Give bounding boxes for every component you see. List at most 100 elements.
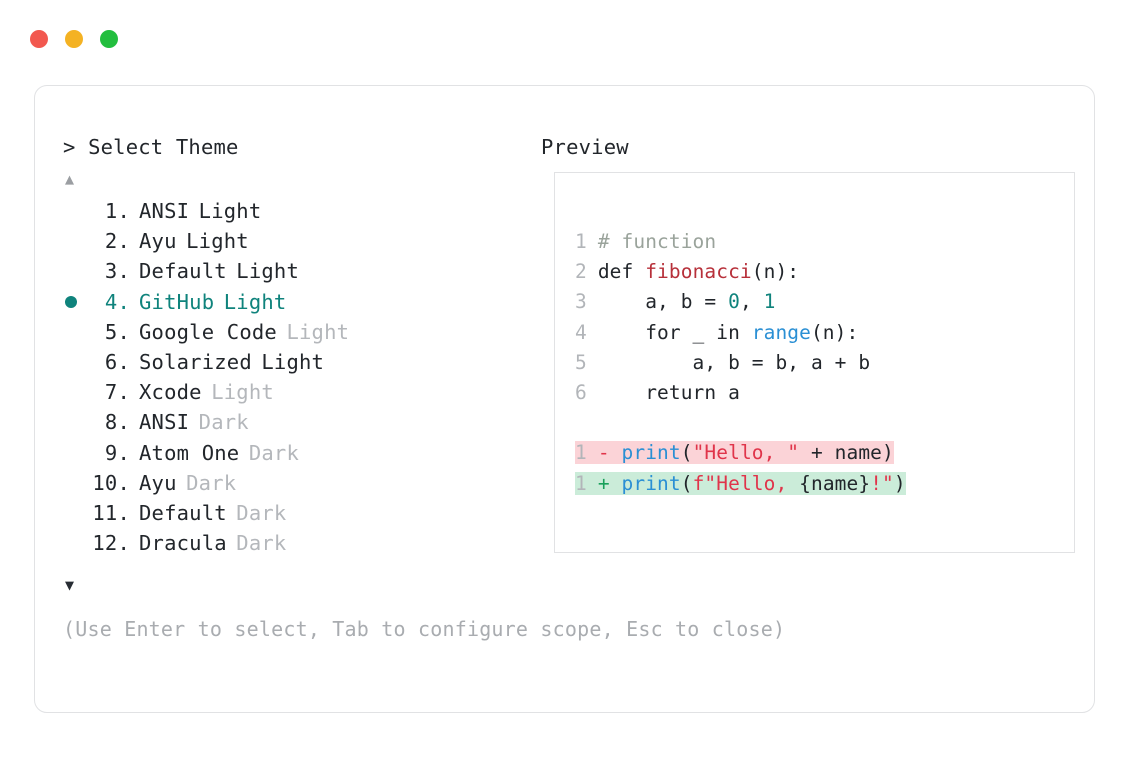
diff-line-add: 1 + print(f"Hello, {name}!")	[575, 469, 906, 499]
line-number: 1	[575, 471, 587, 495]
selection-bullet-cell	[63, 317, 91, 347]
scroll-up-indicator-icon[interactable]: ▲	[65, 170, 75, 188]
theme-list-item[interactable]: 4. GitHub Light	[63, 287, 541, 317]
code-tokens: 1 # function	[575, 230, 716, 253]
theme-item-name: Atom One	[139, 440, 240, 465]
minimize-button-dot[interactable]	[65, 30, 83, 48]
diff-highlight: 1 + print(f"Hello, {name}!")	[575, 471, 906, 495]
close-button-dot[interactable]	[30, 30, 48, 48]
selection-bullet-cell	[63, 438, 91, 468]
code-token: -	[597, 441, 610, 465]
selection-bullet-cell	[63, 468, 91, 498]
code-line: 1 # function	[575, 227, 716, 257]
line-number: 6	[575, 380, 587, 404]
theme-item-index: 7.	[104, 380, 130, 405]
code-token: {name}	[799, 471, 871, 495]
code-tokens: 3 a, b = 0, 1	[575, 290, 775, 313]
theme-item-variant: Light	[236, 259, 300, 284]
code-token: (n):	[751, 260, 800, 284]
theme-item-name: Dracula	[139, 531, 227, 556]
preview-panel: 1 # function 2 def fibonacci(n): 3 a, b = …	[554, 172, 1075, 553]
code-token: (	[680, 441, 693, 465]
selection-bullet-cell	[63, 347, 91, 377]
theme-list-item[interactable]: 9. Atom One Dark	[63, 438, 541, 468]
theme-item-index: 3.	[104, 259, 130, 284]
code-token	[586, 441, 598, 464]
code-token: a, b = b, a + b	[586, 350, 871, 374]
theme-item-name: Solarized	[139, 349, 252, 374]
code-blank-line	[575, 408, 587, 438]
code-token: + name)	[799, 441, 894, 465]
diff-highlight: 1 - print("Hello, " + name)	[575, 441, 894, 465]
code-token: return a	[586, 380, 740, 404]
code-token: 1	[763, 290, 776, 314]
selection-bullet-cell	[63, 196, 91, 226]
selection-bullet-cell	[63, 256, 91, 286]
theme-item-name: GitHub	[139, 289, 215, 314]
theme-item-variant: Dark	[236, 531, 287, 556]
code-tokens: 4 for _ in range(n):	[575, 321, 858, 344]
theme-item-index: 2.	[104, 229, 130, 254]
page-title: > Select Theme	[63, 135, 239, 159]
code-line: 3 a, b = 0, 1	[575, 287, 775, 317]
selection-bullet-cell	[63, 528, 91, 558]
code-token: # function	[586, 230, 717, 253]
theme-item-variant: Light	[198, 199, 262, 223]
code-token: def	[586, 260, 646, 284]
theme-item-name: Default	[139, 500, 227, 525]
code-token: "Hello, "	[692, 441, 800, 465]
theme-list-item[interactable]: 2. Ayu Light	[63, 226, 541, 256]
theme-item-index: 6.	[104, 349, 130, 374]
code-token	[586, 472, 598, 495]
window-controls	[30, 30, 118, 48]
code-tokens: 5 a, b = b, a + b	[575, 351, 870, 374]
theme-item-variant: Dark	[186, 470, 237, 495]
theme-item-variant: Light	[223, 289, 287, 314]
theme-item-variant: Dark	[248, 440, 300, 465]
theme-item-index: 4.	[104, 289, 130, 314]
selected-bullet-icon	[65, 295, 77, 308]
selection-bullet-cell	[63, 407, 91, 437]
code-tokens: 2 def fibonacci(n):	[575, 260, 799, 283]
theme-item-variant: Light	[211, 380, 274, 405]
keyboard-hint: (Use Enter to select, Tab to configure s…	[63, 617, 786, 641]
code-preview: 1 # function 2 def fibonacci(n): 3 a, b = …	[575, 227, 1074, 499]
selection-bullet-cell	[63, 226, 91, 256]
theme-item-name: ANSI	[139, 410, 190, 435]
theme-item-name: Ayu	[139, 229, 177, 254]
line-number: 2	[575, 260, 587, 284]
maximize-button-dot[interactable]	[100, 30, 118, 48]
scroll-down-indicator-icon[interactable]: ▼	[65, 576, 75, 595]
theme-item-variant: Light	[186, 229, 249, 254]
theme-item-index: 1.	[104, 199, 130, 223]
code-line: 4 for _ in range(n):	[575, 318, 858, 348]
theme-item-name: ANSI	[139, 199, 190, 223]
theme-item-index: 11.	[92, 500, 130, 525]
code-token: 0	[728, 290, 740, 314]
code-token: fibonacci	[645, 260, 752, 284]
code-token: +	[597, 471, 610, 495]
theme-item-variant: Dark	[236, 500, 287, 525]
selection-bullet-cell	[63, 287, 91, 317]
line-number: 1	[575, 441, 587, 465]
code-token: print	[621, 471, 681, 495]
theme-list-item[interactable]: 11. Default Dark	[63, 498, 541, 528]
code-token: !"	[870, 471, 894, 495]
theme-list-item[interactable]: 1. ANSI Light	[63, 196, 541, 226]
theme-item-name: Google Code	[139, 319, 277, 344]
theme-item-variant: Dark	[198, 410, 249, 435]
theme-item-index: 5.	[104, 319, 130, 344]
theme-item-index: 9.	[104, 440, 130, 465]
